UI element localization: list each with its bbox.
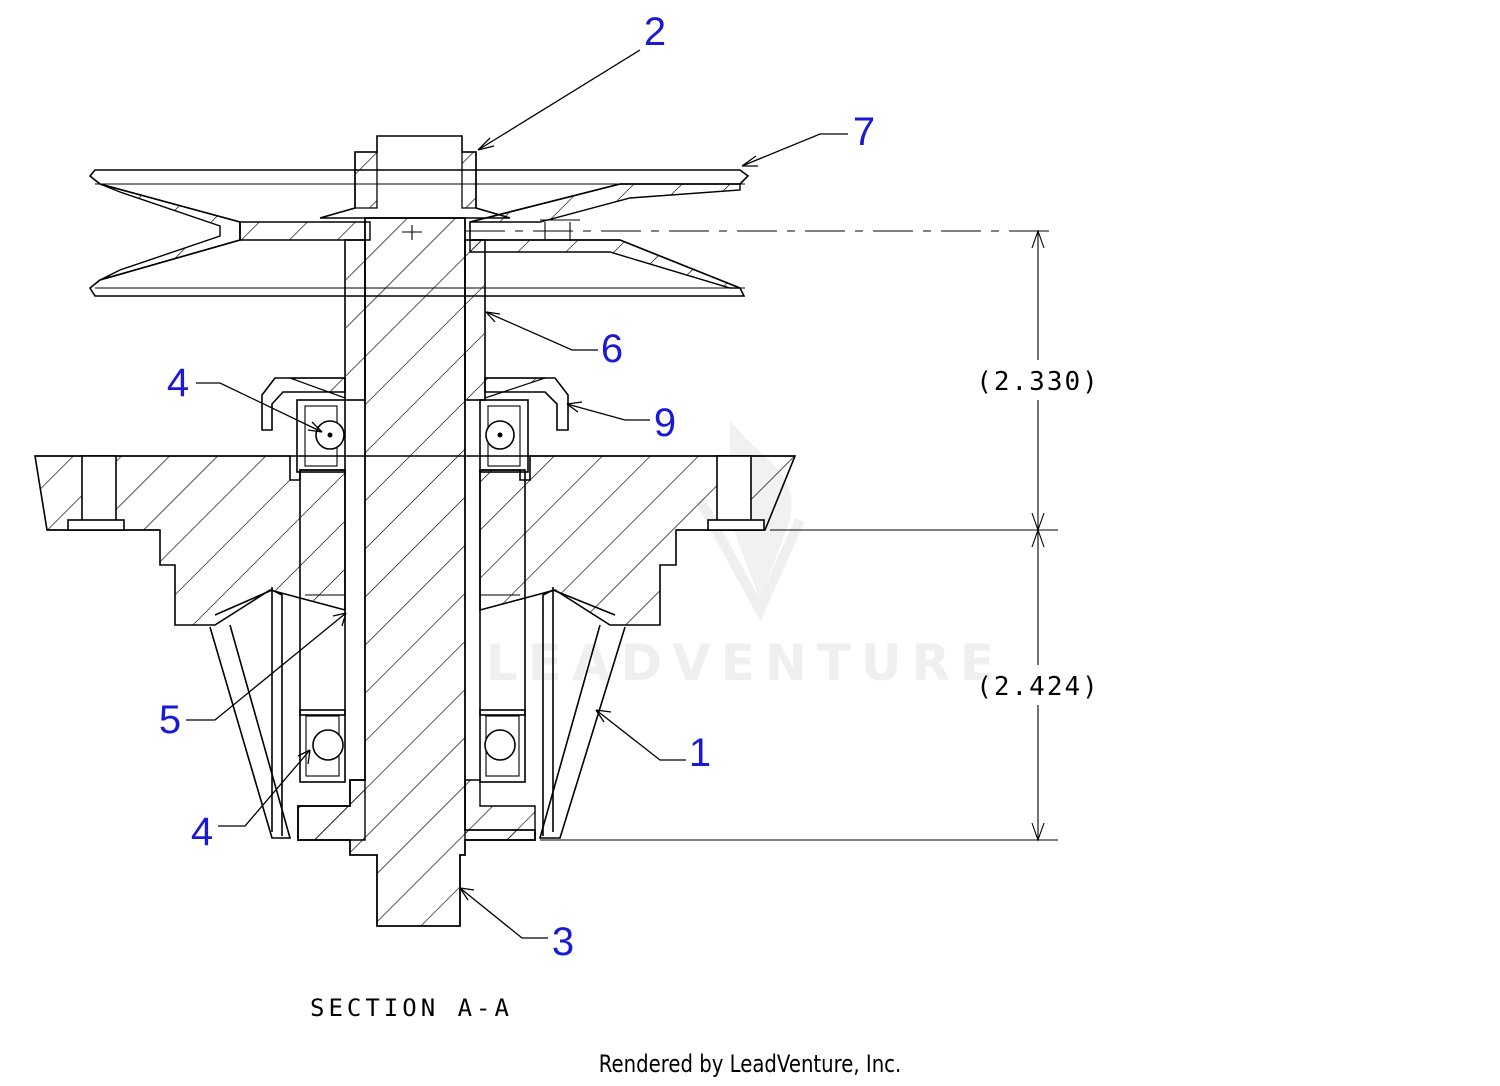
upper-bearing-left — [296, 399, 346, 473]
lower-bearing-right — [479, 709, 526, 783]
shaft-sleeve — [344, 239, 486, 401]
dimension-upper: (2.330) — [976, 367, 1100, 397]
spacer-tube — [299, 469, 526, 716]
credit-text: Rendered by LeadVenture, Inc. — [598, 1050, 902, 1078]
callout-5: 5 — [159, 698, 181, 742]
cone-shield — [209, 587, 626, 839]
bearing-cap — [261, 377, 569, 431]
pulley — [88, 169, 750, 297]
upper-bearing-right — [479, 399, 529, 473]
callout-4-upper: 4 — [167, 361, 189, 405]
callout-3: 3 — [552, 920, 574, 964]
dimension-lower: (2.424) — [976, 672, 1100, 702]
callout-2: 2 — [644, 10, 666, 54]
spindle-shaft — [297, 217, 536, 927]
callout-9: 9 — [654, 401, 676, 445]
watermark-text: LEADVENTURE — [486, 634, 1004, 692]
callout-4-lower: 4 — [191, 810, 213, 854]
section-label: SECTION A-A — [310, 994, 513, 1022]
callout-labels: 2 7 6 4 9 5 1 4 3 — [159, 10, 875, 964]
spindle-housing — [34, 455, 797, 626]
lower-bearing-left — [299, 709, 346, 783]
callout-6: 6 — [601, 327, 623, 371]
dimension-lines: (2.330) (2.424) — [465, 229, 1100, 842]
callout-7: 7 — [853, 110, 875, 154]
callout-1: 1 — [689, 731, 711, 775]
watermark: LEADVENTURE — [486, 420, 1004, 692]
leader-lines — [186, 49, 848, 939]
